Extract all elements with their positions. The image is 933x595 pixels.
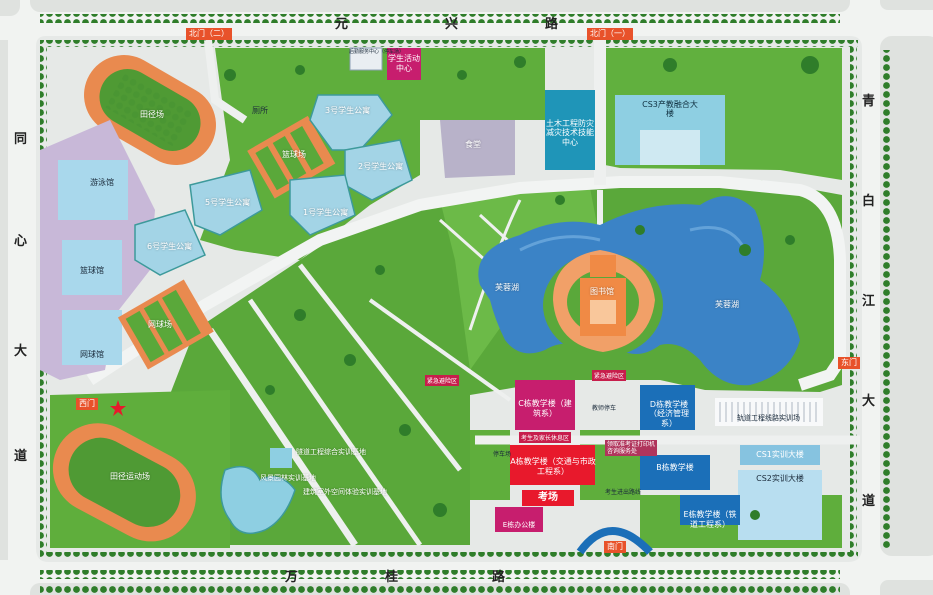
dorm2-label[interactable]: 2号学生公寓	[358, 162, 404, 171]
outdoor-base-label[interactable]: 建筑室外空间体验实训基地	[303, 488, 387, 496]
cs3-label[interactable]: CS3产教融合大楼	[642, 100, 698, 119]
road-east-char-3: 江	[862, 294, 876, 309]
exam-hall[interactable]: 考场	[522, 490, 574, 506]
stadium-north-label[interactable]: 田径场	[140, 110, 164, 119]
civil-center-shape	[545, 90, 595, 170]
tunnel-base-label[interactable]: 隧道工程综合实训基地	[296, 448, 366, 456]
arena-label[interactable]: 篮球馆	[80, 266, 104, 275]
basketball-label[interactable]: 篮球场	[282, 150, 306, 159]
toilet-label: 厕所	[252, 106, 268, 115]
dorm1-label[interactable]: 1号学生公寓	[303, 208, 349, 217]
road-east-char-1: 青	[862, 94, 876, 109]
east-block	[880, 36, 933, 556]
e-building[interactable]: E栋教学楼（铁道工程系）	[683, 510, 737, 529]
landscape-base-label[interactable]: 风景园林实训基地	[260, 474, 316, 482]
gate-north2[interactable]: 北门（二）	[186, 28, 232, 40]
teacher-parking-label: 教师停车	[592, 405, 617, 412]
d-building[interactable]: D栋教学楼（经济管理系）	[649, 399, 689, 428]
canteen-shape	[440, 120, 515, 178]
parking-label: 停车场	[493, 451, 512, 458]
road-south-char-2: 桂	[385, 570, 399, 585]
library-label[interactable]: 图书馆	[590, 287, 614, 296]
road-east-char-4: 大	[862, 394, 876, 409]
dorm6-shape	[134, 209, 206, 276]
road-west-char-3: 大	[14, 344, 28, 359]
gate-north1[interactable]: 北门（一）	[587, 28, 633, 40]
dorm6-label[interactable]: 6号学生公寓	[147, 242, 193, 251]
dorm3-label[interactable]: 3号学生公寓	[325, 106, 371, 115]
guide-tag: 考生及家长休息区	[519, 432, 572, 443]
south-hedge	[40, 570, 840, 579]
road-south-char-1: 万	[285, 570, 299, 585]
civil-center[interactable]: 土木工程防灾减灾技术技能中心	[546, 118, 594, 147]
gate-east[interactable]: 东门	[838, 357, 860, 369]
lake-west-label: 芙蓉湖	[495, 283, 519, 292]
student-center[interactable]: 学生活动中心	[387, 48, 421, 80]
emergency-west-tag: 紧急避险区	[425, 375, 460, 386]
gate-west[interactable]: 西门	[76, 398, 98, 410]
road-east-char-2: 白	[862, 194, 876, 209]
north-hedge	[40, 14, 840, 23]
rail-training-label[interactable]: 轨道工程线路实训场	[737, 414, 800, 422]
a-building[interactable]: A栋教学楼（交通与市政工程系）	[510, 457, 596, 476]
road-north-char-2: 兴	[445, 17, 459, 32]
stadium-south-label[interactable]: 田径运动场	[110, 472, 150, 481]
cs2[interactable]: CS2实训大楼	[756, 474, 804, 484]
road-north-char-1: 元	[335, 17, 349, 32]
dorm5-shape	[189, 169, 263, 236]
north-stadium-shape	[84, 55, 216, 165]
lake-east-label: 芙蓉湖	[715, 300, 739, 309]
swimming-label[interactable]: 游泳馆	[90, 178, 114, 187]
cs1[interactable]: CS1实训大楼	[756, 450, 804, 460]
canteen-label[interactable]: 食堂	[465, 140, 481, 149]
road-east-char-5: 道	[862, 494, 876, 509]
exam-route-label: 考生进出路线	[605, 489, 642, 496]
service-center-label: 后勤服务中心（停车场）	[349, 49, 405, 55]
road-west-char-2: 心	[14, 234, 28, 249]
road-west-char-4: 道	[14, 449, 28, 464]
badminton-label[interactable]: 网球馆	[80, 350, 104, 359]
road-west-char-1: 同	[14, 132, 28, 147]
gate-south[interactable]: 南门	[604, 541, 626, 553]
admission-desk-tag[interactable]: 领取准考证打印机咨询服务处	[605, 440, 657, 457]
b-building[interactable]: B栋教学楼	[656, 463, 694, 473]
e-office[interactable]: E栋办公楼	[502, 520, 536, 529]
road-north-char-3: 路	[545, 17, 559, 32]
dorm5-label[interactable]: 5号学生公寓	[205, 198, 251, 207]
emergency-east-tag: 紧急避险区	[592, 370, 627, 381]
tennis-label[interactable]: 网球场	[148, 320, 172, 329]
south-stadium-shape	[52, 423, 196, 542]
dorm1-shape	[289, 174, 356, 236]
road-south-char-3: 路	[492, 570, 506, 585]
c-building[interactable]: C栋教学楼（建筑系）	[518, 399, 572, 418]
